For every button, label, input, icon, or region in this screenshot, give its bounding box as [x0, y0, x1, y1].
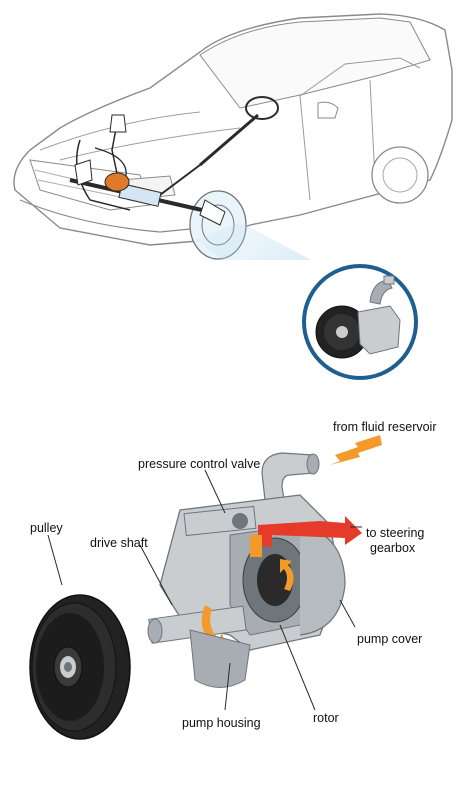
label-pump-housing: pump housing	[182, 716, 261, 730]
label-drive-shaft: drive shaft	[90, 536, 148, 550]
inlet-flow-arrow	[330, 435, 382, 465]
label-pulley: pulley	[30, 521, 63, 535]
label-pump-cover: pump cover	[357, 632, 423, 646]
label-rotor: rotor	[313, 711, 339, 725]
car-illustration	[13, 13, 453, 260]
label-to-steering-gearbox-line2: gearbox	[370, 541, 416, 555]
label-to-steering-gearbox-line1: to steering	[366, 526, 425, 540]
pulley-illustration	[29, 594, 131, 740]
label-from-fluid-reservoir: from fluid reservoir	[333, 420, 437, 434]
outlet-flow-arrow	[258, 516, 362, 547]
pump-inset-magnifier	[302, 264, 418, 380]
power-steering-pump-cutaway	[47, 435, 382, 711]
pump-highlight-icon	[104, 172, 130, 192]
label-pressure-control-valve: pressure control valve	[138, 457, 261, 471]
